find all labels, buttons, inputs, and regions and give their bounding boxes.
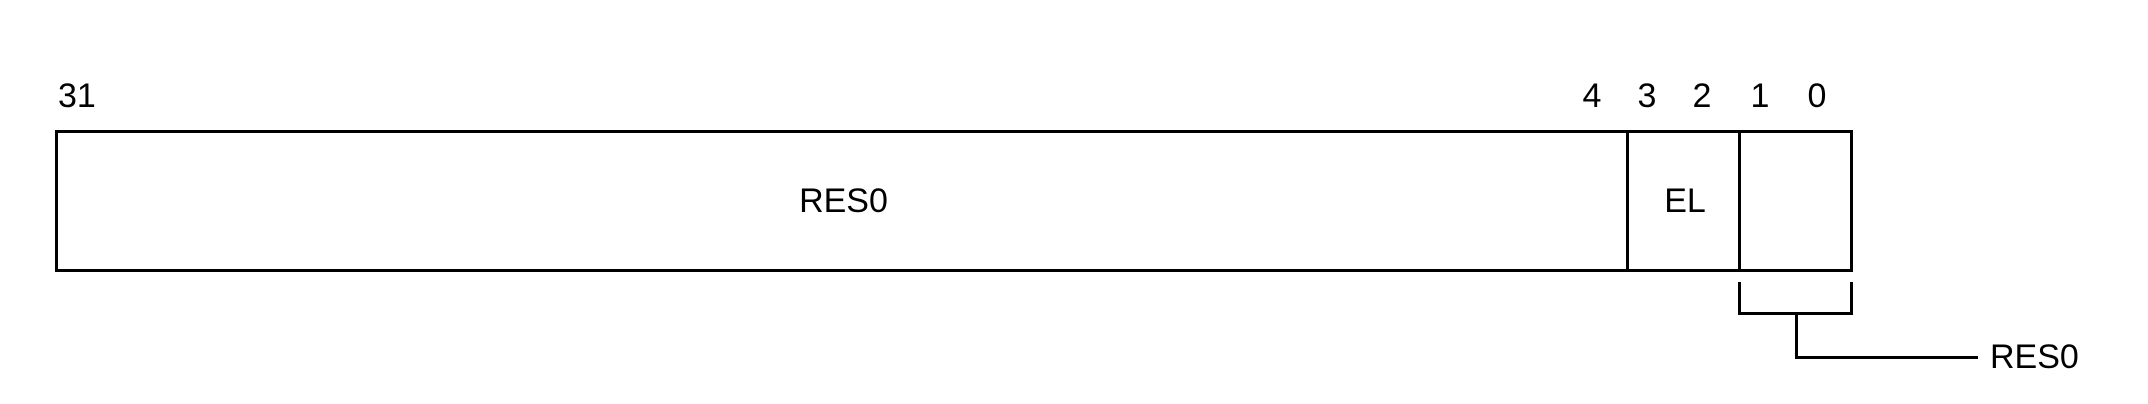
bit-label-0: 0 [1807,77,1827,115]
bracket-stem [1795,312,1798,359]
bit-label-4: 4 [1582,77,1602,115]
field-res0-31-4: RES0 [55,130,1629,272]
bracket-left-tick [1738,282,1741,315]
bracket-right-tick [1850,282,1853,315]
field-bits-1-0 [1738,130,1853,272]
field-label-el: EL [1664,181,1706,220]
bit-label-2: 2 [1692,77,1712,115]
callout-label-res0: RES0 [1990,338,2079,376]
bit-label-3: 3 [1637,77,1657,115]
bit-label-31: 31 [58,77,96,115]
callout-leader-line [1795,356,1978,359]
bit-label-1: 1 [1750,77,1770,115]
field-label-res0: RES0 [799,181,888,220]
field-el-3-2: EL [1626,130,1741,272]
